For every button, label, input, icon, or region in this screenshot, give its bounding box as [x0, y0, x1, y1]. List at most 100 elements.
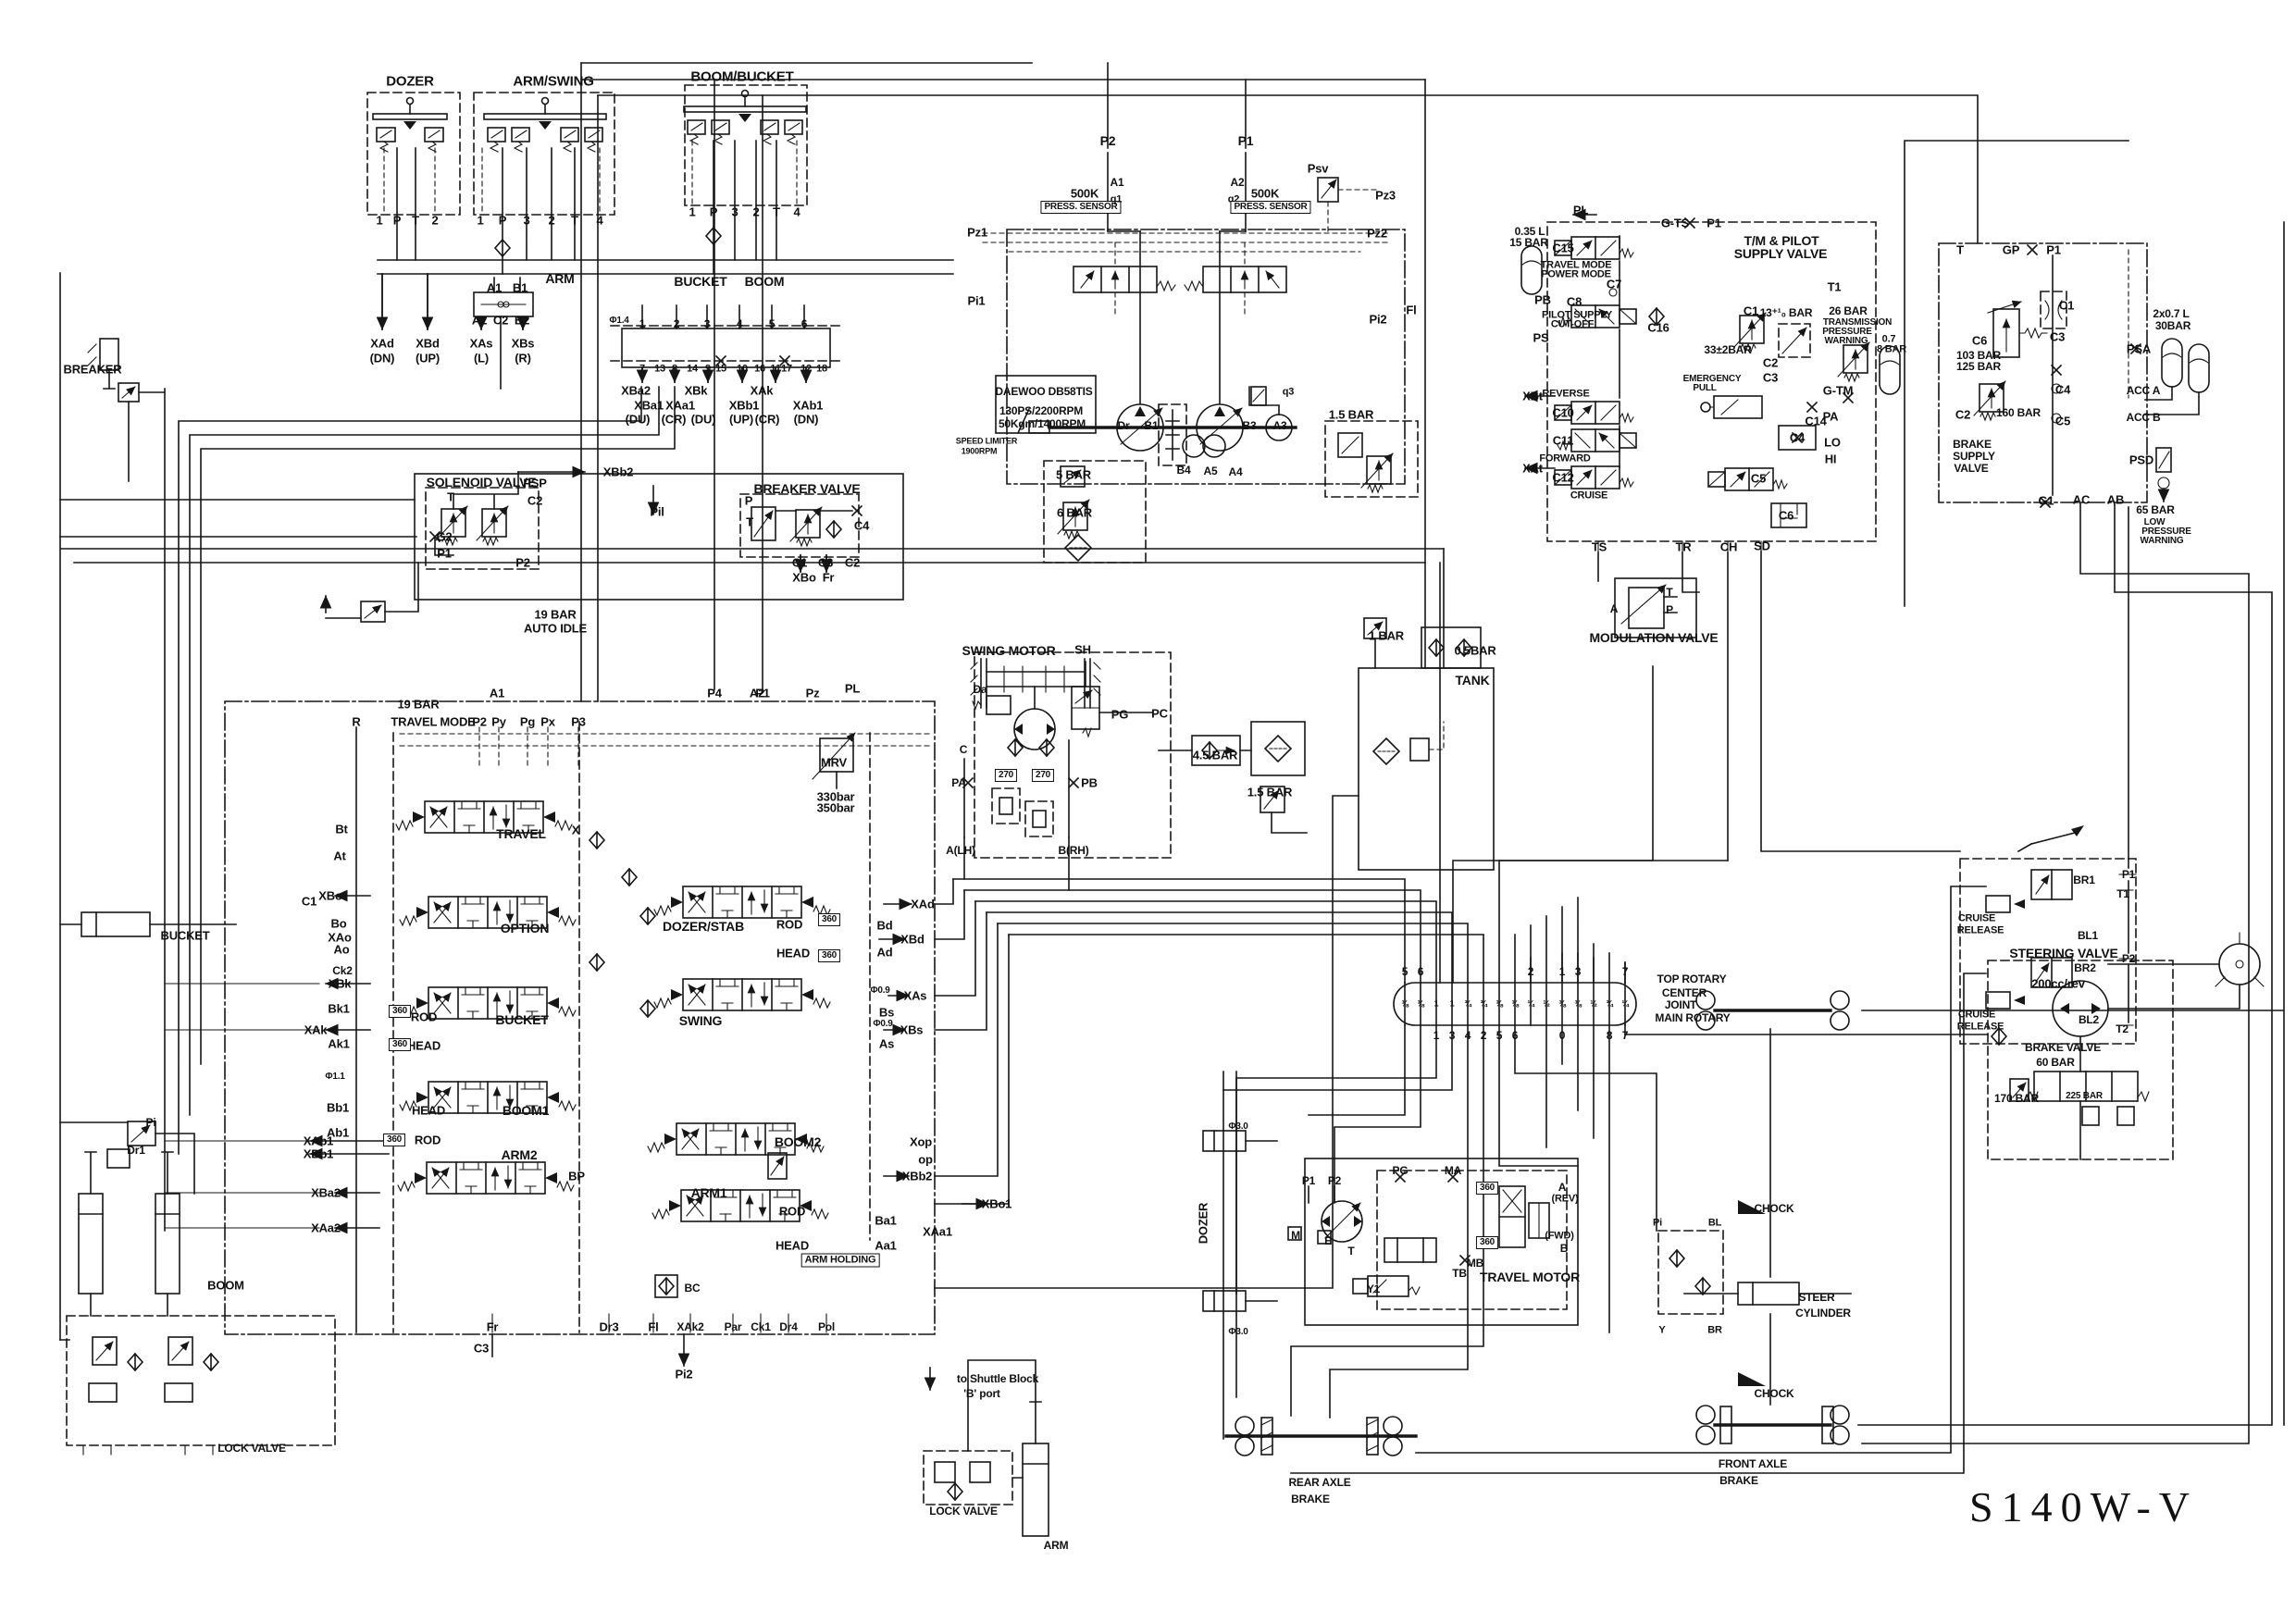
diagram-label: 3 — [1448, 1029, 1456, 1042]
diagram-label: T — [447, 489, 454, 504]
diagram-label: 3 — [731, 204, 738, 219]
diagram-label: T/M & PILOT — [1744, 233, 1819, 248]
diagram-label: B1 — [512, 280, 528, 295]
diagram-label: 200cc/rev — [2031, 976, 2085, 991]
diagram-label: P — [744, 493, 753, 508]
diagram-label: (DN) — [369, 351, 395, 365]
diagram-label: A — [1558, 1181, 1567, 1194]
diagram-label: Ck1 — [751, 1320, 771, 1333]
diagram-label: Px — [540, 714, 555, 729]
sheet-title: S140W-V — [1969, 1483, 2198, 1530]
diagram-label: T2 — [2116, 1022, 2128, 1035]
diagram-label: 10 — [737, 363, 748, 375]
diagram-label: PG — [1392, 1164, 1409, 1177]
diagram-label: T — [412, 213, 419, 228]
diagram-label: 6 — [1511, 1029, 1519, 1042]
diagram-label: T1 — [2116, 887, 2129, 900]
diagram-label: C3 — [817, 555, 834, 570]
diagram-label: C11 — [1552, 433, 1574, 448]
diagram-label: 2 — [548, 213, 555, 228]
diagram-label: P — [498, 213, 507, 228]
diagram-label: 3 — [1574, 965, 1582, 978]
diagram-label: PSD — [2128, 452, 2154, 467]
diagram-label: q2 — [1227, 193, 1240, 205]
diagram-label: PULL — [1693, 383, 1717, 393]
diagram-label: STEERING VALVE — [2009, 946, 2118, 960]
diagram-label: HEAD — [406, 1038, 441, 1053]
diagram-label: A — [1609, 602, 1619, 615]
diagram-label: DOZER/STAB — [663, 919, 744, 934]
diagram-label: XAa1 — [923, 1224, 952, 1239]
diagram-label: 1 — [1433, 998, 1439, 1009]
diagram-label: XAd — [911, 897, 935, 911]
diagram-label: XAs — [903, 988, 927, 1003]
diagram-label: 19 BAR — [397, 697, 440, 712]
diagram-label: C2 — [1762, 355, 1779, 370]
diagram-label: Da — [973, 683, 987, 696]
diagram-label: A1 — [486, 280, 503, 295]
diagram-label: 1 — [1449, 998, 1455, 1009]
diagram-label: TRAVEL MOTOR — [1479, 1270, 1581, 1284]
diagram-label: T1 — [1827, 279, 1842, 294]
diagram-label: JOINT — [1664, 998, 1697, 1011]
diagram-label: G-TM — [1822, 383, 1854, 398]
diagram-label: 225 BAR — [2066, 1091, 2103, 1101]
diagram-label: Φ3.0 — [1228, 1121, 1248, 1132]
diagram-label: 9 — [705, 363, 711, 375]
diagram-label: 8 BAR — [1876, 343, 1907, 355]
diagram-label: TRANSMISSION — [1822, 317, 1893, 328]
diagram-label: ROD — [776, 917, 803, 932]
diagram-label: FORWARD — [1539, 452, 1591, 465]
diagram-label: ROD — [410, 1010, 438, 1024]
diagram-label: C12 — [1552, 470, 1574, 485]
diagram-label: A2 — [749, 686, 765, 700]
steering-valve — [1987, 932, 2265, 1160]
diagram-label: (CR) — [754, 412, 780, 427]
diagram-label: (DN) — [793, 412, 819, 427]
diagram-label: PRESSURE — [1822, 327, 1872, 337]
diagram-label: ¼ — [1621, 998, 1629, 1009]
diagram-label: PRESSURE — [2141, 527, 2191, 537]
diagram-label: CRUISE — [1957, 912, 1996, 924]
diagram-label: PRESS. SENSOR — [1040, 201, 1122, 214]
diagram-label: ARM/SWING — [513, 73, 594, 90]
diagram-label: C2 — [1955, 407, 1971, 422]
diagram-label: ⅜ — [1417, 998, 1424, 1009]
diagram-label: B2 — [514, 313, 530, 328]
main-pump-engine — [982, 152, 1419, 564]
diagram-label: Fr — [486, 1319, 499, 1334]
diagram-label: XAd — [370, 336, 394, 351]
diagram-label: WARNING — [1824, 336, 1868, 346]
diagram-label: P — [392, 213, 402, 228]
diagram-label: 360 — [382, 1134, 406, 1146]
diagram-label: 8 — [1606, 1029, 1613, 1042]
diagram-label: P2 — [2121, 952, 2136, 965]
diagram-label: 350bar — [816, 800, 855, 815]
diagram-label: XAa1 — [665, 398, 695, 413]
diagram-label: ACC B — [2126, 411, 2161, 424]
diagram-label: AC — [2072, 492, 2091, 507]
diagram-label: BP — [568, 1169, 585, 1183]
front-axle-steer — [1657, 990, 1852, 1445]
diagram-label: Bt — [335, 822, 348, 836]
diagram-label: SUPPLY VALVE — [1733, 246, 1828, 261]
diagram-label: C6 — [1971, 333, 1988, 348]
diagram-label: XBo — [792, 570, 816, 585]
diagram-label: ¾ — [1480, 998, 1487, 1009]
diagram-label: XAb1 — [792, 398, 824, 413]
diagram-label: BR — [1707, 1324, 1722, 1336]
diagram-label: AB — [2106, 492, 2125, 507]
tm-pilot-supply-valve — [1520, 208, 1901, 638]
diagram-label: BOOM — [744, 274, 785, 289]
diagram-label: XAb1 — [303, 1134, 334, 1148]
diagram-label: MAIN ROTARY — [1655, 1011, 1731, 1024]
diagram-label: C10 — [1552, 405, 1574, 420]
diagram-label: SWING MOTOR — [962, 643, 1056, 658]
diagram-label: 4 — [793, 204, 800, 219]
diagram-label: (L) — [474, 351, 489, 365]
diagram-label: 15 BAR — [1509, 236, 1548, 249]
diagram-label: 65 BAR — [2136, 503, 2175, 516]
diagram-label: 1900RPM — [961, 446, 998, 456]
